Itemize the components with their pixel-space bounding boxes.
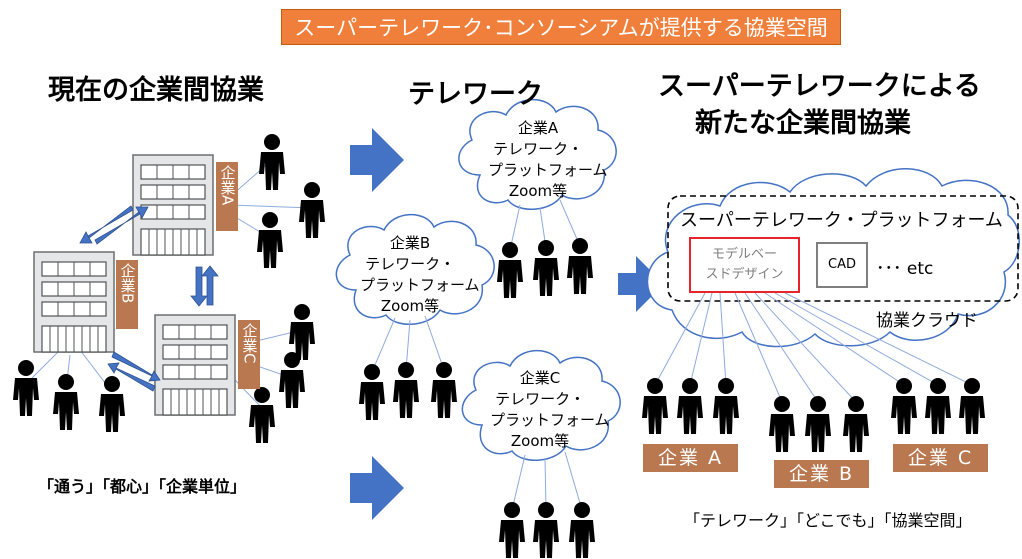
cad-box: CAD xyxy=(816,242,868,288)
cloud-a xyxy=(458,98,617,211)
cloud-a-text: 企業A テレワーク・ プラットフォーム Zoom等 xyxy=(488,119,608,200)
building-c xyxy=(154,314,236,416)
collaboration-cloud-label: 協業クラウド xyxy=(876,311,978,331)
platform-connection-lines xyxy=(654,292,973,403)
company-box-b: 企業 B xyxy=(774,460,869,488)
building-tag-c: 企業C xyxy=(238,320,260,389)
platform-more: ･･･ etc xyxy=(876,259,934,279)
building-tag-a: 企業A xyxy=(216,162,238,231)
telework-clouds xyxy=(335,98,621,462)
heading-super-line2: 新たな企業間協業 xyxy=(695,108,911,139)
exchange-arrows xyxy=(79,205,219,392)
cloud-b xyxy=(335,213,495,326)
title-banner: スーパーテレワーク･コンソーシアムが提供する協業空間 xyxy=(281,9,841,45)
platform-title: スーパーテレワーク・プラットフォーム xyxy=(680,210,1003,231)
building-tag-b: 企業B xyxy=(116,260,138,329)
caption-current: 「通う」「都心」「企業単位」 xyxy=(38,477,247,496)
cloud-c xyxy=(461,349,621,462)
heading-telework: テレワーク xyxy=(408,79,543,110)
building-a xyxy=(132,154,214,256)
cloud-c-text: 企業C テレワーク・ プラットフォーム Zoom等 xyxy=(490,369,610,450)
transition-arrows xyxy=(350,128,664,520)
heading-current: 現在の企業間協業 xyxy=(48,75,264,106)
company-box-a: 企業 A xyxy=(643,444,738,472)
heading-super-line1: スーパーテレワークによる xyxy=(658,71,981,102)
people-new xyxy=(642,378,985,452)
building-b xyxy=(33,251,115,353)
cloud-b-text: 企業B テレワーク・ プラットフォーム Zoom等 xyxy=(360,234,480,315)
caption-new: 「テレワーク」「どこでも」「協業空間」 xyxy=(684,511,972,530)
platform-frame xyxy=(667,195,1019,302)
company-box-c: 企業 C xyxy=(893,444,988,472)
model-based-design-box: モデルベー スドデザイン xyxy=(689,237,800,293)
